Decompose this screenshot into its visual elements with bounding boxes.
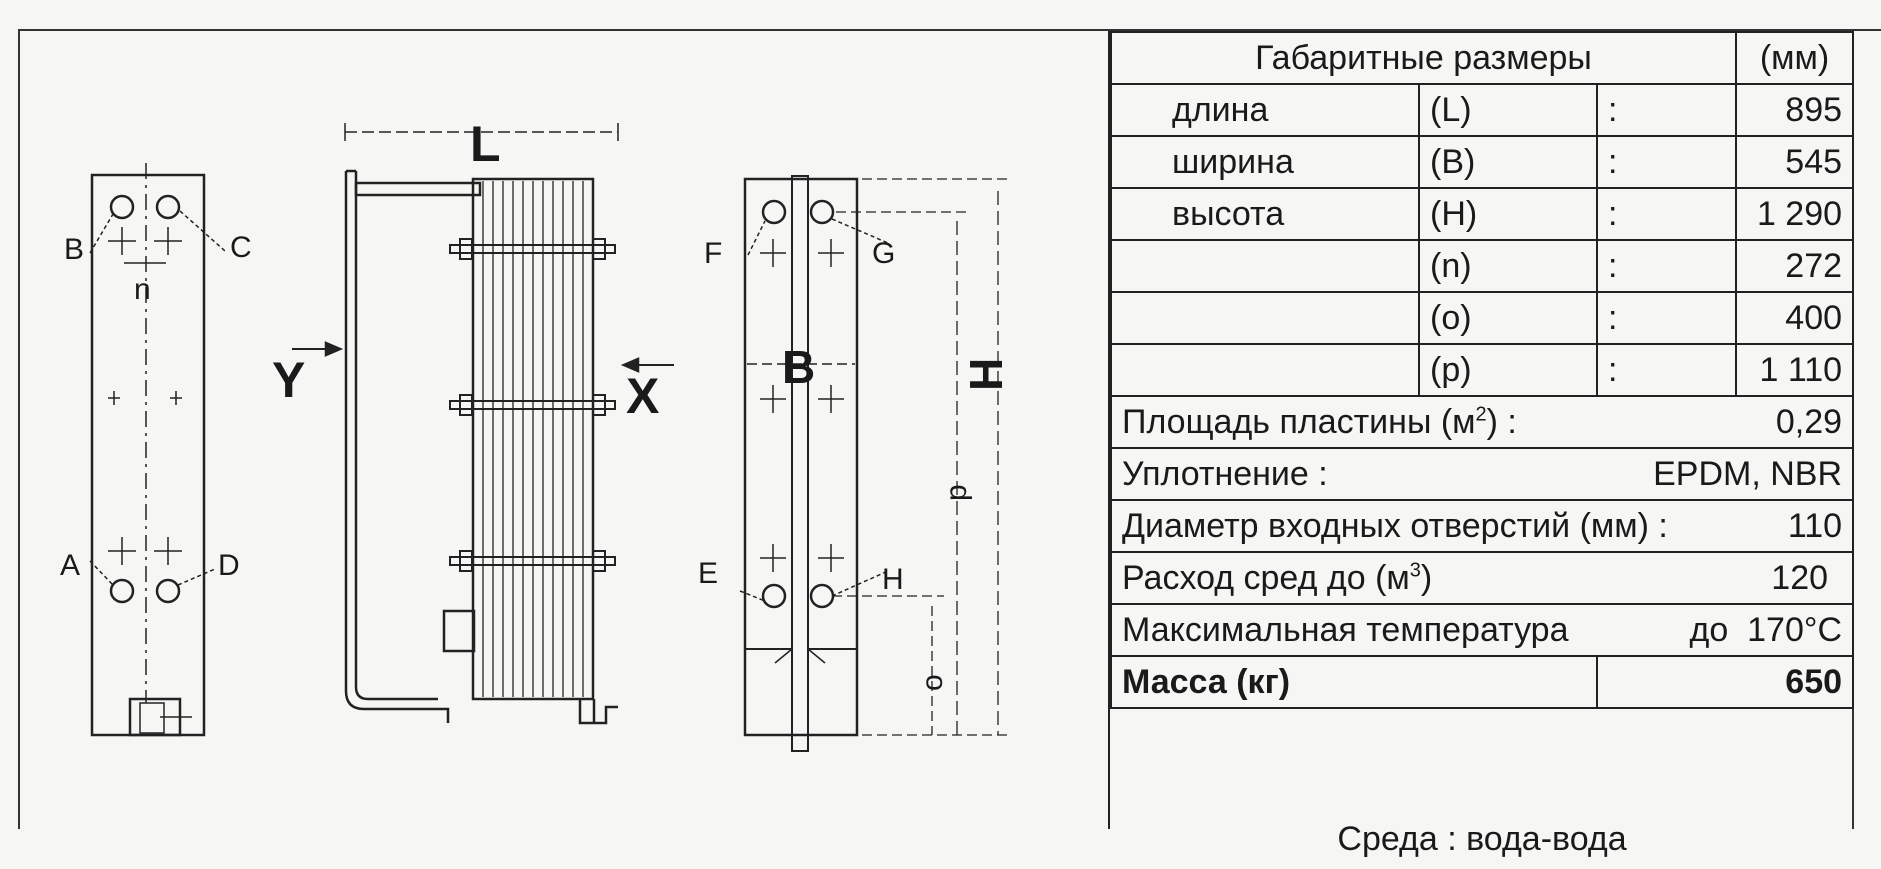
plate-area-value: 0,29 xyxy=(1775,402,1843,441)
dimension-value: 1 290 xyxy=(1735,187,1855,241)
dimension-row: (n) : 272 xyxy=(1110,239,1855,293)
flow-row: Расход сред до (м3) 120 xyxy=(1109,551,1855,605)
drawing-canvas: B C n A D L Y X F G B E H H p o xyxy=(60,116,1012,752)
max-temp-label: Максимальная температура xyxy=(1122,610,1569,649)
label-port-f: F xyxy=(704,237,722,270)
dimension-symbol: (o) xyxy=(1418,291,1598,345)
seal-label: Уплотнение : xyxy=(1122,454,1328,493)
medium-text: Среда : вода-вода xyxy=(1111,707,1854,869)
dimension-row: (o) : 400 xyxy=(1110,291,1855,345)
frame-top-line xyxy=(18,29,1881,31)
label-port-c: C xyxy=(230,231,252,264)
seal-row: Уплотнение : EPDM, NBR xyxy=(1109,447,1855,501)
specifications-table: Габаритные размеры (мм) длина (L) : 895 … xyxy=(1109,31,1855,869)
label-view-y: Y xyxy=(272,352,305,408)
header-title: Габаритные размеры xyxy=(1109,31,1738,85)
diameter-row: Диаметр входных отверстий (мм) : 110 xyxy=(1109,499,1855,553)
dimension-value: 272 xyxy=(1735,239,1855,293)
max-temp-cell: Максимальная температура до 170°C xyxy=(1109,603,1855,657)
label-dim-h: H xyxy=(960,358,1012,391)
table-left-border xyxy=(1108,31,1110,829)
max-temp-row: Максимальная температура до 170°C xyxy=(1109,603,1855,657)
diameter-label: Диаметр входных отверстий (мм) : xyxy=(1122,506,1668,545)
flow-cell: Расход сред до (м3) 120 xyxy=(1109,551,1855,605)
header-row: Габаритные размеры (мм) xyxy=(1109,31,1855,85)
dimension-value: 895 xyxy=(1735,83,1855,137)
mass-row: Масса (кг) 650 xyxy=(1110,655,1855,709)
dimension-name: длина xyxy=(1110,83,1420,137)
label-port-e: E xyxy=(698,557,718,590)
label-port-g: G xyxy=(872,237,895,270)
diameter-cell: Диаметр входных отверстий (мм) : 110 xyxy=(1109,499,1855,553)
mass-value: 650 xyxy=(1595,655,1855,709)
label-port-a: A xyxy=(60,549,80,582)
port-h-icon xyxy=(809,583,835,609)
label-dim-b: B xyxy=(782,341,815,393)
label-view-x: X xyxy=(626,368,659,424)
dimension-sep: : xyxy=(1595,239,1738,293)
label-port-h: H xyxy=(882,563,904,596)
plate-area-label: Площадь пластины (м2) : xyxy=(1122,402,1517,441)
dimension-symbol: (H) xyxy=(1418,187,1598,241)
label-dim-l: L xyxy=(470,116,501,172)
label-dim-o: o xyxy=(916,674,949,691)
heat-exchanger-drawing: B C n A D L Y X F G B E H H p o xyxy=(20,31,1110,829)
dimension-symbol: (L) xyxy=(1418,83,1598,137)
label-dim-n: n xyxy=(134,273,151,306)
mass-label: Масса (кг) xyxy=(1110,655,1598,709)
label-dim-p: p xyxy=(940,484,973,501)
port-c-icon xyxy=(155,194,181,220)
dimension-row: высота (H) : 1 290 xyxy=(1110,187,1855,241)
dimension-name xyxy=(1110,291,1420,345)
medium-row: Среда : вода-вода xyxy=(1111,707,1854,869)
dimension-name: ширина xyxy=(1110,135,1420,189)
dimension-sep: : xyxy=(1595,83,1738,137)
plate-area-row: Площадь пластины (м2) : 0,29 xyxy=(1109,395,1855,449)
side-view xyxy=(292,123,674,725)
dimension-symbol: (B) xyxy=(1418,135,1598,189)
dimension-sep: : xyxy=(1595,187,1738,241)
plate-area-cell: Площадь пластины (м2) : 0,29 xyxy=(1109,395,1855,449)
dimension-symbol: (p) xyxy=(1418,343,1598,397)
dimension-row: ширина (B) : 545 xyxy=(1110,135,1855,189)
port-a-icon xyxy=(109,578,135,604)
dimension-sep: : xyxy=(1595,291,1738,345)
dimension-value: 1 110 xyxy=(1735,343,1855,397)
seal-value: EPDM, NBR xyxy=(1653,454,1843,493)
dimension-sep: : xyxy=(1595,343,1738,397)
dimension-name xyxy=(1110,239,1420,293)
dimension-name xyxy=(1110,343,1420,397)
label-port-b: B xyxy=(64,233,84,266)
frame-left-line xyxy=(18,29,20,829)
dimension-value: 545 xyxy=(1735,135,1855,189)
dimension-name: высота xyxy=(1110,187,1420,241)
port-d-icon xyxy=(155,578,181,604)
dimension-sep: : xyxy=(1595,135,1738,189)
dimension-row: длина (L) : 895 xyxy=(1110,83,1855,137)
front-view xyxy=(89,163,226,737)
dimension-symbol: (n) xyxy=(1418,239,1598,293)
diameter-value: 110 xyxy=(1787,506,1843,545)
port-b-icon xyxy=(109,194,135,220)
flow-value: 120 xyxy=(1771,558,1829,597)
port-e-icon xyxy=(761,583,787,609)
rear-view xyxy=(739,175,1010,752)
dimension-row: (p) : 1 110 xyxy=(1110,343,1855,397)
seal-cell: Уплотнение : EPDM, NBR xyxy=(1109,447,1855,501)
flow-label: Расход сред до (м3) xyxy=(1122,558,1433,597)
port-f-icon xyxy=(761,199,787,225)
max-temp-value: до 170°C xyxy=(1689,610,1843,649)
header-unit: (мм) xyxy=(1735,31,1855,85)
port-g-icon xyxy=(809,199,835,225)
dimension-value: 400 xyxy=(1735,291,1855,345)
label-port-d: D xyxy=(218,549,240,582)
